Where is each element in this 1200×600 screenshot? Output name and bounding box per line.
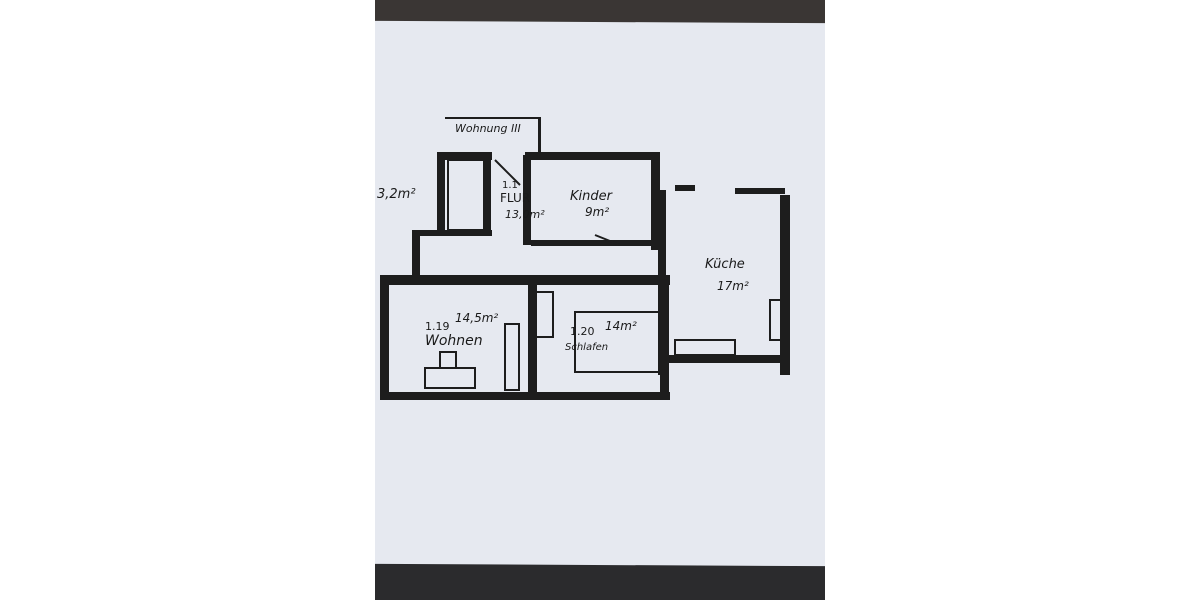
unit-label: Wohnung III xyxy=(455,122,521,135)
kueche-area: 17m² xyxy=(717,279,749,293)
photo: Wohnung III 3,2m² 1.1 FLUR 13,0m² Kinder… xyxy=(375,0,825,600)
flur-number: 1.1 xyxy=(502,180,518,191)
flur-name: FLUR xyxy=(500,191,530,205)
kinder-name: Kinder xyxy=(570,189,614,204)
wohnen-name: Wohnen xyxy=(425,333,483,349)
wohnen-number: 1.19 xyxy=(425,320,450,333)
floor-plan: Wohnung III 3,2m² 1.1 FLUR 13,0m² Kinder… xyxy=(377,117,790,400)
schlafen-name: Schlafen xyxy=(565,342,608,353)
wohnen-area: 14,5m² xyxy=(455,311,498,325)
schlafen-number: 1.20 xyxy=(570,325,595,338)
kinder-area: 9m² xyxy=(585,205,609,219)
carpet-background xyxy=(375,560,825,600)
walls xyxy=(380,117,790,400)
schlafen-area: 14m² xyxy=(605,319,637,333)
bath-area: 3,2m² xyxy=(377,187,416,202)
furniture xyxy=(424,159,783,391)
kueche-name: Küche xyxy=(705,257,745,272)
flur-area: 13,0m² xyxy=(505,208,545,221)
